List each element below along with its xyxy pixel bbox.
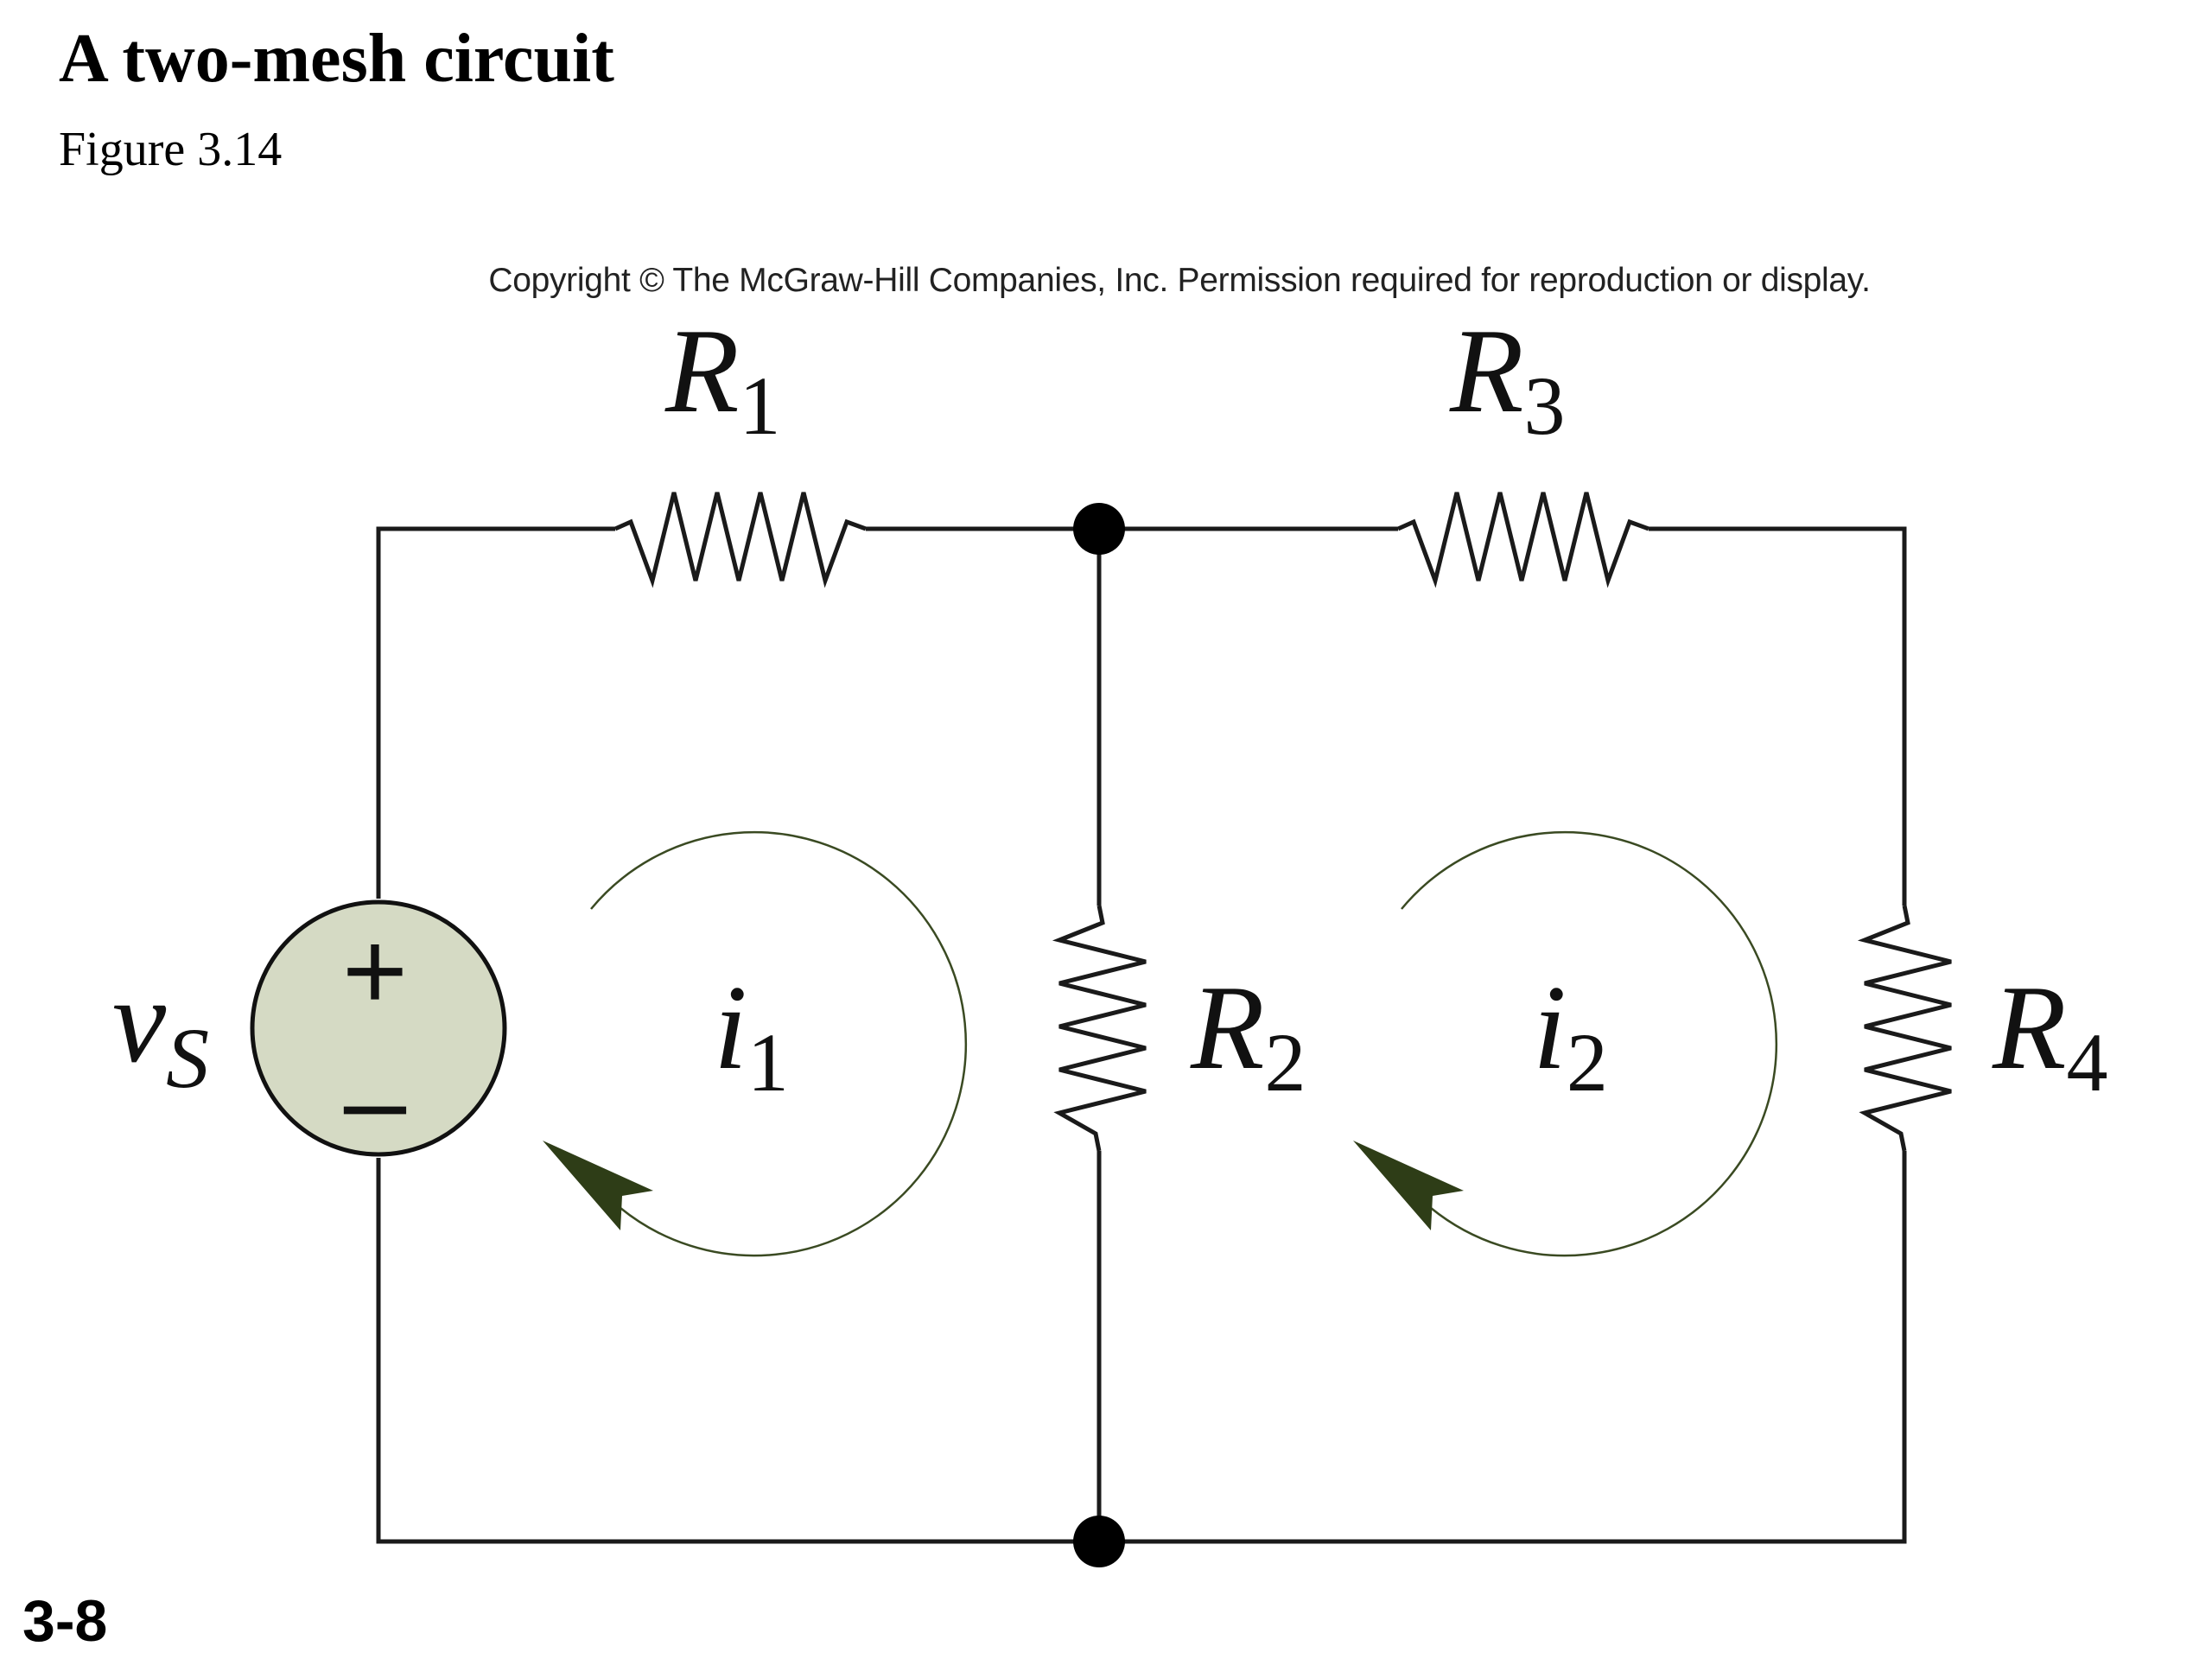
source-minus-sign: –	[344, 1037, 407, 1163]
copyright-notice: Copyright © The McGraw-Hill Companies, I…	[488, 262, 1871, 299]
resistor-r1	[613, 492, 867, 588]
label-r2: R2	[1190, 961, 1306, 1109]
resistor-r2	[1052, 905, 1147, 1152]
voltage-source: + –	[250, 899, 507, 1163]
label-i2: i2	[1533, 961, 1608, 1109]
label-vs: vS	[112, 954, 209, 1106]
slide-title: A two-mesh circuit	[59, 21, 614, 97]
resistor-r4	[1857, 905, 1952, 1152]
wire-r4-to-bottom	[1099, 1151, 1907, 1544]
label-r1: R1	[664, 304, 781, 452]
label-r4: R4	[1992, 961, 2108, 1109]
mesh-2-arc	[1401, 830, 1778, 1257]
voltage-source-circle	[250, 899, 507, 1157]
wire-r3-to-r4	[1649, 526, 1907, 906]
mesh-current-2-arrow	[1353, 830, 1778, 1257]
resistor-r3	[1396, 492, 1649, 588]
circuit-wires	[376, 526, 1907, 1544]
label-i1: i1	[714, 961, 789, 1109]
mesh-1-arc	[590, 830, 968, 1257]
wire-bottom-left	[376, 1158, 1099, 1544]
label-r3: R3	[1449, 304, 1566, 452]
mesh-current-1-arrow	[543, 830, 968, 1257]
wire-left-top	[376, 526, 615, 899]
junction-node-top	[1073, 503, 1125, 555]
mesh-1-arrowhead	[543, 1141, 653, 1230]
mesh-2-arrowhead	[1353, 1141, 1464, 1230]
slide-number: 3-8	[22, 1588, 108, 1654]
figure-caption: Figure 3.14	[59, 123, 283, 176]
junction-node-bottom	[1073, 1516, 1125, 1567]
source-plus-sign: +	[342, 907, 408, 1033]
